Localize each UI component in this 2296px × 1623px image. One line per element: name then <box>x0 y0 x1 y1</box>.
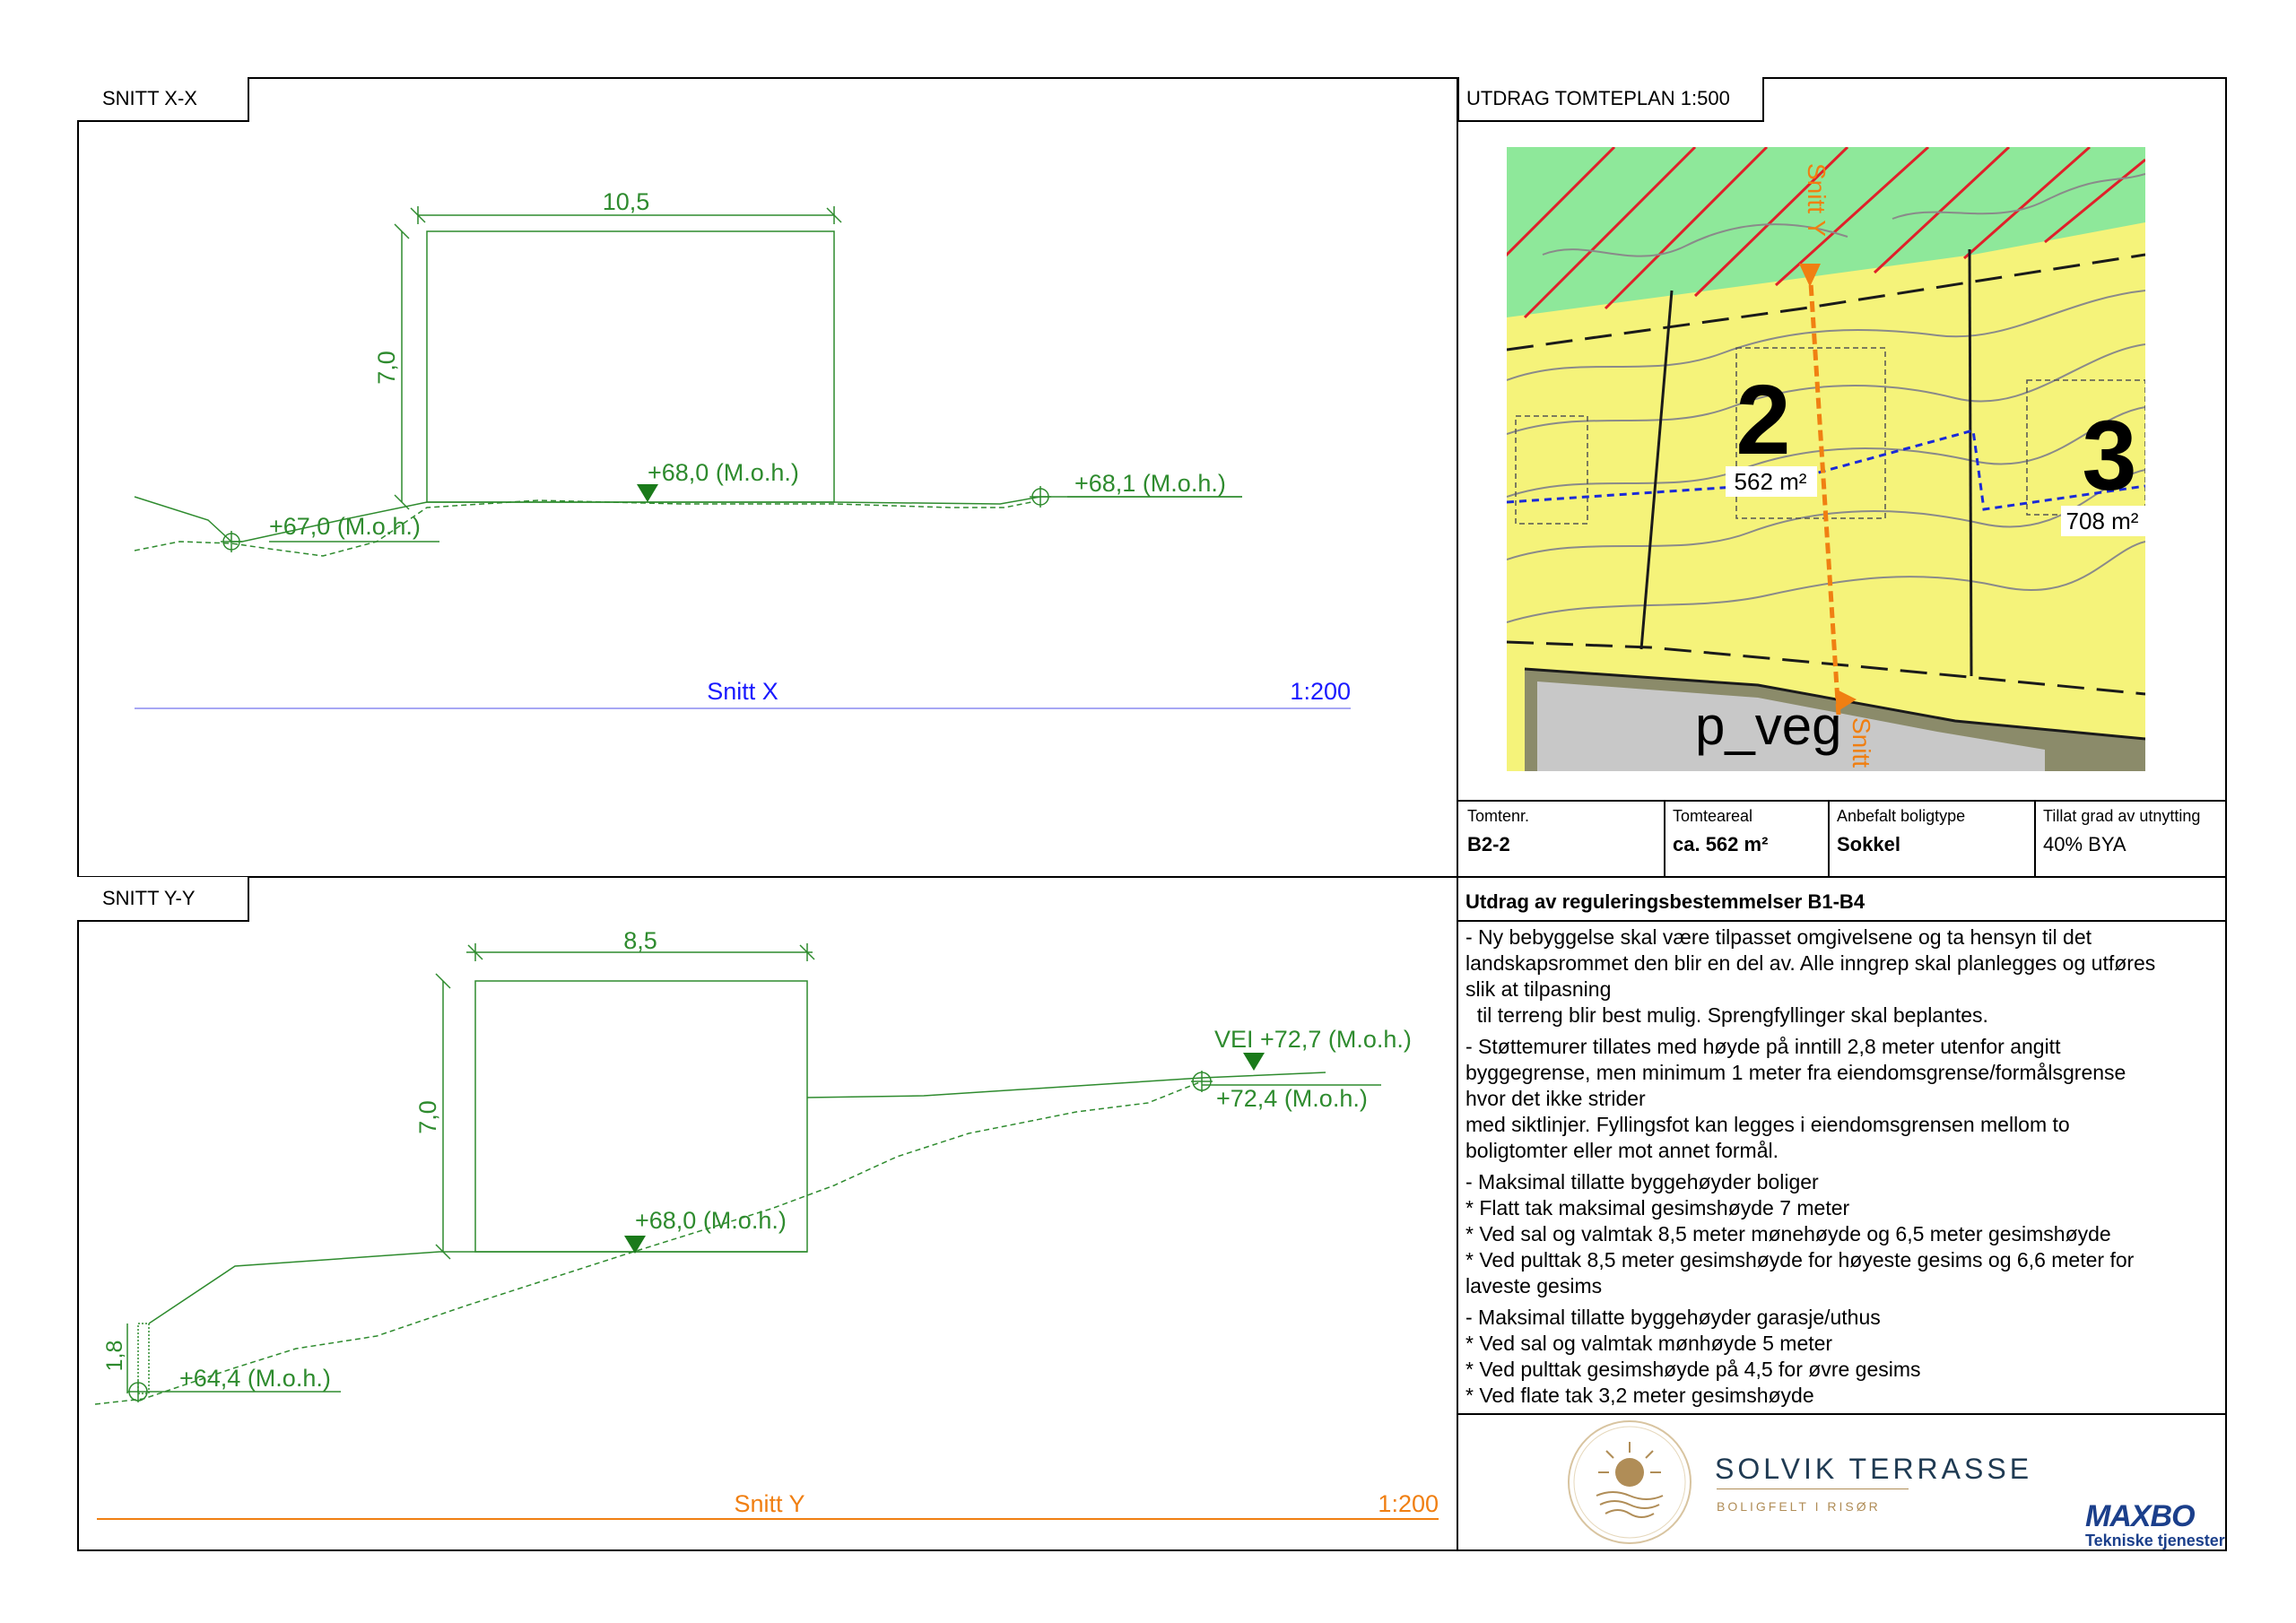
logo-rule <box>1717 1488 1909 1489</box>
regulation-paragraph: - Maksimal tillatte byggehøyder boliger … <box>1465 1169 2219 1299</box>
info-boligtype-label: Anbefalt boligtype <box>1837 807 1966 825</box>
regulation-line: byggegrense, men minimum 1 meter fra eie… <box>1465 1061 2126 1084</box>
regulation-line: * Ved pulttak 8,5 meter gesimshøyde for … <box>1465 1248 2135 1271</box>
regulations-text: - Ny bebyggelse skal være tilpasset omgi… <box>1465 924 2219 1414</box>
regulation-line: boligtomter eller mot annet formål. <box>1465 1139 1779 1162</box>
snitt-y-level-road: VEI +72,7 (M.o.h.) <box>1214 1026 1412 1053</box>
info-divider-1 <box>1664 800 1665 877</box>
green-area <box>1507 147 2145 317</box>
snitt-x-level-marker <box>637 484 658 502</box>
snitt-y-existing-terrain <box>94 1081 1203 1405</box>
info-utnytting-value: 40% BYA <box>2043 833 2126 855</box>
regulation-line: * Flatt tak maksimal gesimshøyde 7 meter <box>1465 1196 1850 1219</box>
regulation-paragraph: - Maksimal tillatte byggehøyder garasje/… <box>1465 1305 2219 1409</box>
info-divider-2 <box>1828 800 1830 877</box>
regulation-line: til terreng blir best mulig. Sprengfylli… <box>1465 1003 1988 1027</box>
info-tomtenr: Tomtenr. B2-2 <box>1460 802 1663 862</box>
regulation-paragraph: - Støttemurer tillates med høyde på innt… <box>1465 1034 2219 1164</box>
snitt-y-section-label: Snitt Y <box>734 1490 804 1517</box>
snitt-y-width-dim: 8,5 <box>623 927 657 954</box>
info-tomtenr-label: Tomtenr. <box>1467 807 1530 825</box>
snitt-x-terrain <box>134 496 1242 542</box>
snitt-y-level-center: +68,0 (M.o.h.) <box>635 1207 787 1234</box>
maxbo-subtitle: Tekniske tjenester <box>2085 1532 2225 1549</box>
regulation-line: - Maksimal tillatte byggehøyder boliger <box>1465 1170 1819 1193</box>
snitt-x-section-label: Snitt X <box>707 678 778 705</box>
regulation-line: * Ved sal og valmtak mønhøyde 5 meter <box>1465 1332 1833 1355</box>
snitt-y-wall-dim: 1,8 <box>102 1341 127 1372</box>
map-section-line-label-bottom: Snitt <box>1848 717 1875 768</box>
tomteplan-tag-label: UTDRAG TOMTEPLAN 1:500 <box>1466 87 1730 109</box>
info-utnytting-label: Tillat grad av utnytting <box>2043 807 2201 825</box>
info-boligtype: Anbefalt boligtype Sokkel <box>1830 802 2032 862</box>
map-plot-2-area: 562 m² <box>1735 468 1807 495</box>
drawing-frame <box>77 77 2227 1551</box>
snitt-x-width-dim: 10,5 <box>603 188 650 215</box>
solvik-terrasse-logo-tagline: BOLIGFELT I RISØR <box>1717 1499 1881 1514</box>
regulation-line: - Ny bebyggelse skal være tilpasset omgi… <box>1465 925 2092 949</box>
regulation-paragraph: - Ny bebyggelse skal være tilpasset omgi… <box>1465 924 2219 1028</box>
map-plot-2-number: 2 <box>1735 365 1790 475</box>
snitt-x-tag-label: SNITT X-X <box>102 87 197 109</box>
regulation-line: - Maksimal tillatte byggehøyder garasje/… <box>1465 1306 1881 1329</box>
snitt-y-tag-label: SNITT Y-Y <box>102 887 196 909</box>
snitt-x-drawing: 10,5 7,0 +68,0 (M.o.h.) +67,0 (M.o.h.) +… <box>134 188 1351 709</box>
regulations-title: Utdrag av reguleringsbestemmelser B1-B4 <box>1465 890 1866 913</box>
snitt-y-tag: SNITT Y-Y <box>77 877 249 922</box>
map-section-line-label: Snitt Y <box>1803 163 1831 237</box>
regulations-title-divider <box>1457 920 2226 922</box>
maxbo-logo: MAXBO <box>2085 1499 2196 1533</box>
snitt-x-tag: SNITT X-X <box>77 77 249 122</box>
regulation-line: * Ved sal og valmtak 8,5 meter mønehøyde… <box>1465 1222 2111 1245</box>
info-tomteareal-label: Tomteareal <box>1673 807 1753 825</box>
info-tomtenr-value: B2-2 <box>1467 833 1510 855</box>
snitt-x-level-right: +68,1 (M.o.h.) <box>1074 470 1226 497</box>
regulation-line: * Ved flate tak 3,2 meter gesimshøyde <box>1465 1384 1814 1407</box>
map-plot-3-area: 708 m² <box>2066 508 2139 534</box>
snitt-y-level-left: +64,4 (M.o.h.) <box>179 1365 331 1392</box>
regulation-line: slik at tilpasning <box>1465 977 1612 1001</box>
solvik-terrasse-logo-name: SOLVIK TERRASSE <box>1715 1453 2033 1485</box>
snitt-x-level-center: +68,0 (M.o.h.) <box>648 459 799 486</box>
snitt-y-height-dim: 7,0 <box>414 1100 441 1134</box>
regulation-line: landskapsrommet den blir en del av. Alle… <box>1465 951 2156 975</box>
regulation-line: laveste gesims <box>1465 1274 1603 1298</box>
snitt-y-road-marker <box>1243 1053 1265 1071</box>
info-divider-3 <box>2034 800 2036 877</box>
map-plot-3-number: 3 <box>2082 401 2136 511</box>
snitt-y-scale: 1:200 <box>1378 1490 1439 1517</box>
snitt-y-level-marker <box>624 1236 646 1254</box>
solvik-terrasse-logo-icon <box>1568 1420 1692 1544</box>
snitt-y-drawing: 8,5 7,0 1,8 +68,0 (M.o.h.) +64,4 (M.o.h.… <box>94 927 1439 1520</box>
info-tomteareal: Tomteareal ca. 562 m² <box>1665 802 1827 862</box>
frame-divider-vertical <box>1457 77 1458 1551</box>
snitt-x-level-left: +67,0 (M.o.h.) <box>269 513 421 540</box>
regulation-line: med siktlinjer. Fyllingsfot kan legges i… <box>1465 1113 2070 1136</box>
map-road-label: p_veg <box>1695 696 1841 756</box>
info-boligtype-value: Sokkel <box>1837 833 1900 855</box>
snitt-x-existing-terrain <box>134 499 1032 557</box>
info-utnytting: Tillat grad av utnytting 40% BYA <box>2036 802 2226 862</box>
frame-divider-horizontal <box>77 876 2227 878</box>
info-table-top <box>1457 800 2226 802</box>
snitt-y-terrain <box>148 1251 807 1324</box>
info-tomteareal-value: ca. 562 m² <box>1673 833 1769 855</box>
snitt-y-level-right: +72,4 (M.o.h.) <box>1216 1085 1368 1112</box>
snitt-y-retaining-wall <box>137 1323 150 1394</box>
tomteplan-tag: UTDRAG TOMTEPLAN 1:500 <box>1457 77 1764 122</box>
regulation-line: - Støttemurer tillates med høyde på innt… <box>1465 1035 2061 1058</box>
regulation-line: hvor det ikke strider <box>1465 1087 1646 1110</box>
logo-area-divider <box>1457 1413 2226 1415</box>
site-plan-map: 2 562 m² 3 708 m² p_veg Snitt Y Snitt <box>1507 147 2145 771</box>
regulation-line: * Ved pulttak gesimshøyde på 4,5 for øvr… <box>1465 1358 1921 1381</box>
snitt-x-scale: 1:200 <box>1290 678 1351 705</box>
snitt-x-height-dim: 7,0 <box>373 351 400 385</box>
